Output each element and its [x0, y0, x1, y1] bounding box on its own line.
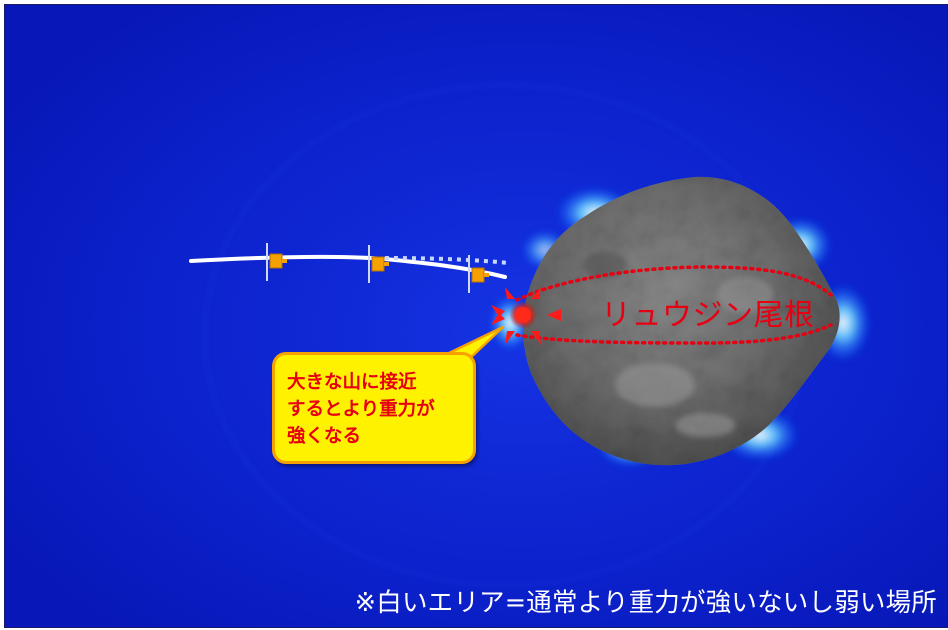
spacecraft-icon: [368, 245, 389, 283]
landing-target-icon: [491, 287, 561, 345]
trajectory-actual: [189, 254, 507, 279]
ridge-outline: [515, 265, 833, 345]
ridge-label: リュウジン尾根: [601, 299, 815, 332]
callout-line: 大きな山に接近: [287, 372, 417, 393]
gravity-map-panel: リュウジン尾根: [4, 4, 948, 628]
callout-text: 大きな山に接近 するとより重力が 強くなる: [287, 369, 463, 450]
spacecraft-icon: [468, 255, 489, 293]
gravity-map-scene: リュウジン尾根: [5, 5, 947, 627]
callout-line: 強くなる: [287, 426, 362, 447]
asteroid-body: [523, 176, 840, 466]
gravity-callout-box: 大きな山に接近 するとより重力が 強くなる: [272, 352, 476, 464]
trajectory-nominal: [384, 256, 510, 265]
footnote-legend: ※白いエリア=通常より重力が強いないし弱い場所: [354, 588, 937, 618]
spacecraft-icon: [266, 243, 287, 281]
callout-line: するとより重力が: [287, 399, 435, 420]
